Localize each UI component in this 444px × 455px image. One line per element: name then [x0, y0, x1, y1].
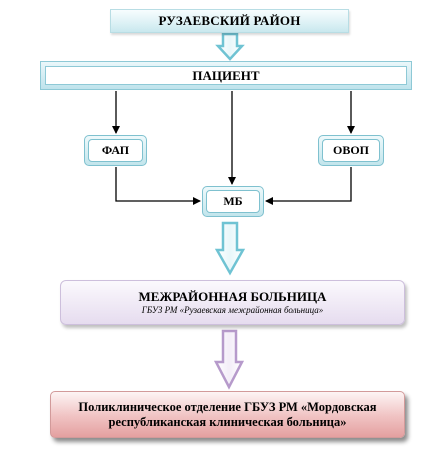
interdistrict-hospital-subtitle: ГБУЗ РМ «Рузаевская межрайонная больница… — [141, 305, 324, 315]
region-label: РУЗАЕВСКИЙ РАЙОН — [158, 13, 301, 28]
interdistrict-hospital-node: МЕЖРАЙОННАЯ БОЛЬНИЦА ГБУЗ РМ «Рузаевская… — [60, 280, 405, 325]
connector-fap-mb — [115, 167, 201, 205]
interdistrict-hospital-title: МЕЖРАЙОННАЯ БОЛЬНИЦА — [138, 289, 327, 304]
ovop-node: ОВОП — [318, 135, 384, 166]
patient-node: ПАЦИЕНТ — [40, 61, 412, 90]
connector-ovop-mb — [265, 167, 352, 205]
hollow-down-arrow-mb-hospital — [214, 221, 246, 276]
mb-node: МБ — [202, 186, 264, 217]
clinic-label: Поликлиническое отделение ГБУЗ РМ «Мордо… — [78, 399, 377, 429]
patient-label: ПАЦИЕНТ — [192, 67, 260, 83]
hollow-down-arrow-hospital-clinic — [213, 329, 245, 390]
clinic-node: Поликлиническое отделение ГБУЗ РМ «Мордо… — [50, 391, 405, 438]
fap-node: ФАП — [84, 135, 147, 166]
fap-label: ФАП — [101, 143, 130, 157]
hollow-down-arrow-region-patient — [215, 32, 245, 61]
region-node: РУЗАЕВСКИЙ РАЙОН — [110, 9, 349, 33]
ovop-label: ОВОП — [332, 143, 369, 157]
mb-label: МБ — [223, 194, 243, 208]
